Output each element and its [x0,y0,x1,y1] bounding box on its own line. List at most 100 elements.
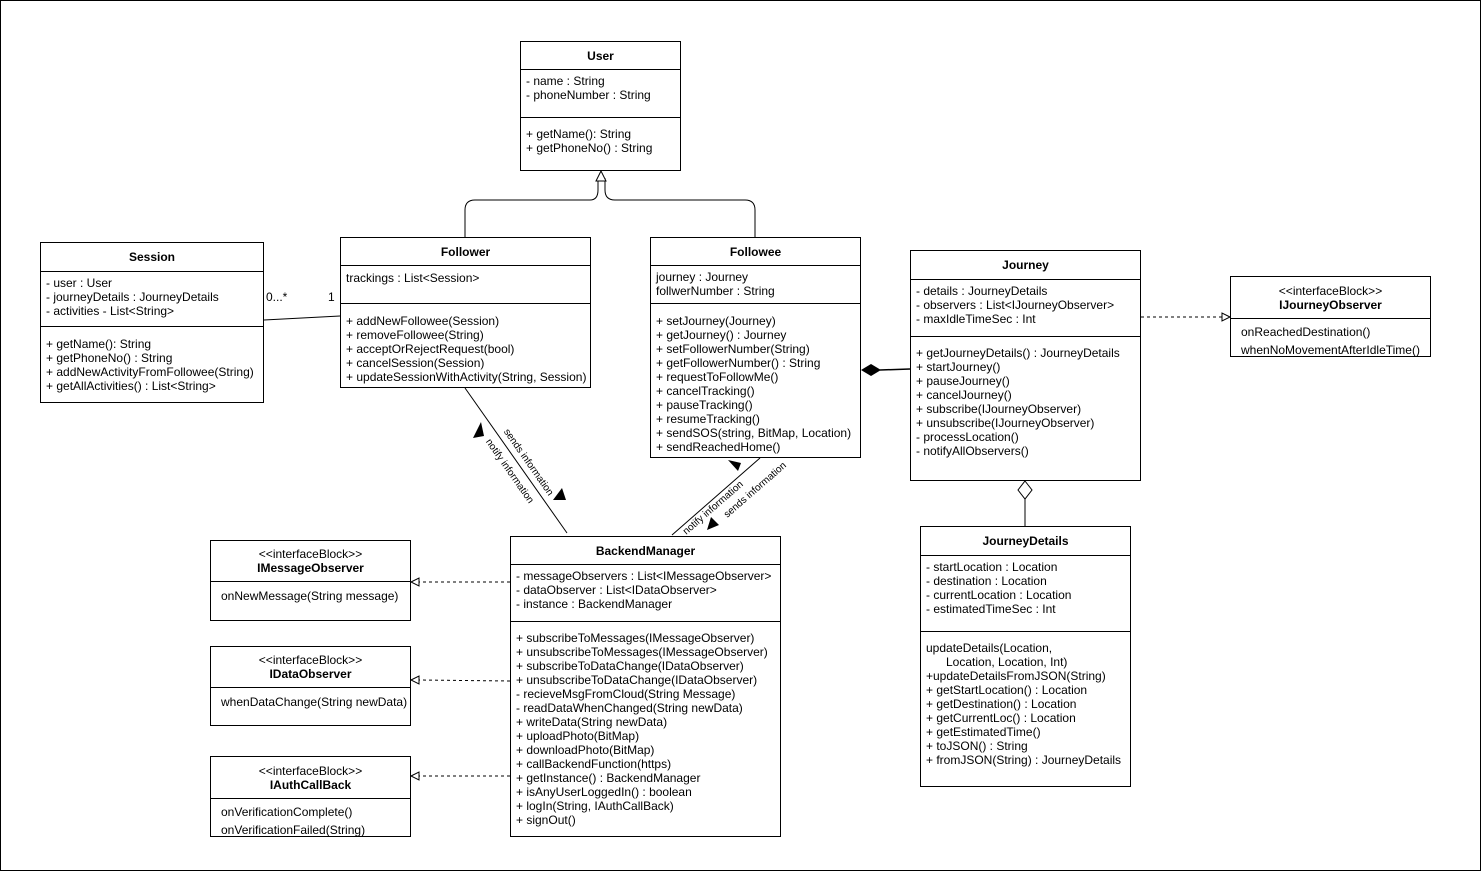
stereotype: <<interfaceBlock>> [1278,283,1383,298]
operation: onReachedDestination() [1241,325,1371,339]
operation: + pauseJourney() [916,374,1010,388]
attribute: - estimatedTimeSec : Int [926,602,1056,616]
attribute: - journeyDetails : JourneyDetails [46,290,219,304]
stereotype: <<interfaceBlock>> [258,653,363,667]
operation: + setJourney(Journey) [656,314,776,328]
generalization-arrowhead [595,169,607,182]
attribute: - instance : BackendManager [516,597,673,611]
arrow-sends-to-backend [553,488,566,500]
arrow-sends-to-backend-2 [707,517,719,530]
operation: + unsubscribeToMessages(IMessageObserver… [516,645,768,659]
attribute: - user : User [46,276,113,290]
operation: + sendReachedHome() [656,440,781,454]
operation: + signOut() [516,813,576,827]
operation: onNewMessage(String message) [221,589,399,603]
operation: + unsubscribe(IJourneyObserver) [916,416,1095,430]
operation: onVerificationFailed(String) [221,823,366,837]
class-user: User - name : String - phoneNumber : Str… [520,41,681,171]
operation: + getEstimatedTime() [926,725,1041,739]
operation: + subscribeToMessages(IMessageObserver) [516,631,755,645]
class-name: IMessageObserver [257,561,364,575]
class-name: BackendManager [595,543,696,558]
operation: + acceptOrRejectRequest(bool) [346,342,515,356]
attribute: - startLocation : Location [926,560,1058,574]
operation: + addNewActivityFromFollowee(String) [46,365,254,379]
operation: whenDataChange(String newData) [221,695,408,709]
attribute: - dataObserver : List<IDataObserver> [516,583,717,597]
operation: + uploadPhoto(BitMap) [516,729,640,743]
multiplicity-session: 0...* [266,290,288,304]
attribute: - messageObservers : List<IMessageObserv… [516,569,772,583]
operation: + addNewFollowee(Session) [346,314,500,328]
operation: + getStartLocation() : Location [926,683,1088,697]
attribute: - name : String [526,74,605,88]
class-name: JourneyDetails [982,534,1069,548]
operation: updateDetails(Location, [926,641,1053,655]
class-name: User [587,48,614,63]
operation: + getName(): String [526,127,632,141]
class-name: Followee [729,244,782,259]
realization-arrowhead-ijourney [1221,312,1232,322]
operation: + sendSOS(string, BitMap, Location) [656,426,852,440]
multiplicity-follower: 1 [328,290,335,304]
operation: + pauseTracking() [656,398,753,412]
operation: + cancelSession(Session) [346,356,485,370]
class-followee: Followee journey : Journey follwerNumber… [650,237,861,458]
attribute: trackings : List<Session> [346,271,480,285]
class-name: Session [128,250,176,264]
attribute: - details : JourneyDetails [916,284,1048,298]
operation: + getJourneyDetails() : JourneyDetails [916,346,1120,360]
class-name: IDataObserver [269,667,352,681]
operation: - processLocation() [916,430,1019,444]
interface-iauthcallback: <<interfaceBlock>> IAuthCallBack onVerif… [210,756,411,837]
operation: + cancelJourney() [916,388,1012,402]
aggregation-diamond [1017,480,1033,500]
arrow-notify-to-followee [728,460,741,471]
class-name: Journey [1002,258,1049,272]
interface-imessageobserver: <<interfaceBlock>> IMessageObserver onNe… [210,540,411,621]
operation: + isAnyUserLoggedIn() : boolean [516,785,692,799]
operation: + updateSessionWithActivity(String, Sess… [346,370,587,384]
interface-idataobserver: <<interfaceBlock>> IDataObserver whenDat… [210,646,411,726]
generalization-followee-user [604,178,756,237]
operation: onVerificationComplete() [221,805,353,819]
class-session: Session - user : User - journeyDetails :… [40,242,264,403]
operation: + getJourney() : Journey [656,328,787,342]
class-backendmanager: BackendManager - messageObservers : List… [510,536,781,837]
attribute: - currentLocation : Location [926,588,1072,602]
operation: + startJourney() [916,360,1001,374]
operation: + logIn(String, IAuthCallBack) [516,799,674,813]
realization-arrowhead-iauth [409,771,420,781]
attribute: - destination : Location [926,574,1047,588]
operation: + getFollowerNumber() : String [656,356,821,370]
attribute: - phoneNumber : String [526,88,651,102]
class-name: IAuthCallBack [269,777,352,792]
operation: + unsubscribeToDataChange(IDataObserver) [516,673,758,687]
association-follower-backend [464,387,568,534]
operation: + subscribe(IJourneyObserver) [916,402,1082,416]
operation: - notifyAllObservers() [916,444,1029,458]
operation: + setFollowerNumber(String) [656,342,810,356]
association-followee-backend [671,457,761,536]
operation: Location, Location, Int) [926,655,1068,669]
operation: + fromJSON(String) : JourneyDetails [926,753,1122,767]
class-journeydetails: JourneyDetails - startLocation : Locatio… [920,526,1131,787]
generalization-follower-user [464,178,599,237]
operation: + toJSON() : String [926,739,1028,753]
operation: whenNoMovementAfterIdleTime() [1241,343,1420,357]
attribute: - observers : List<IJourneyObserver> [916,298,1115,312]
class-journey: Journey - details : JourneyDetails - obs… [910,250,1141,481]
operation: + cancelTracking() [656,384,755,398]
class-follower: Follower trackings : List<Session> + add… [340,237,591,388]
class-name: IJourneyObserver [1279,297,1382,312]
operation: + getName(): String [46,337,152,351]
operation: + downloadPhoto(BitMap) [516,743,655,757]
operation: + subscribeToDataChange(IDataObserver) [516,659,744,673]
interface-ijourneyobserver: <<interfaceBlock>> IJourneyObserver onRe… [1230,276,1431,357]
attribute: - maxIdleTimeSec : Int [916,312,1036,326]
operation: + getCurrentLoc() : Location [926,711,1076,725]
class-name: Follower [440,244,491,259]
operation: +updateDetailsFromJSON(String) [926,669,1106,683]
stereotype: <<interfaceBlock>> [258,547,363,561]
